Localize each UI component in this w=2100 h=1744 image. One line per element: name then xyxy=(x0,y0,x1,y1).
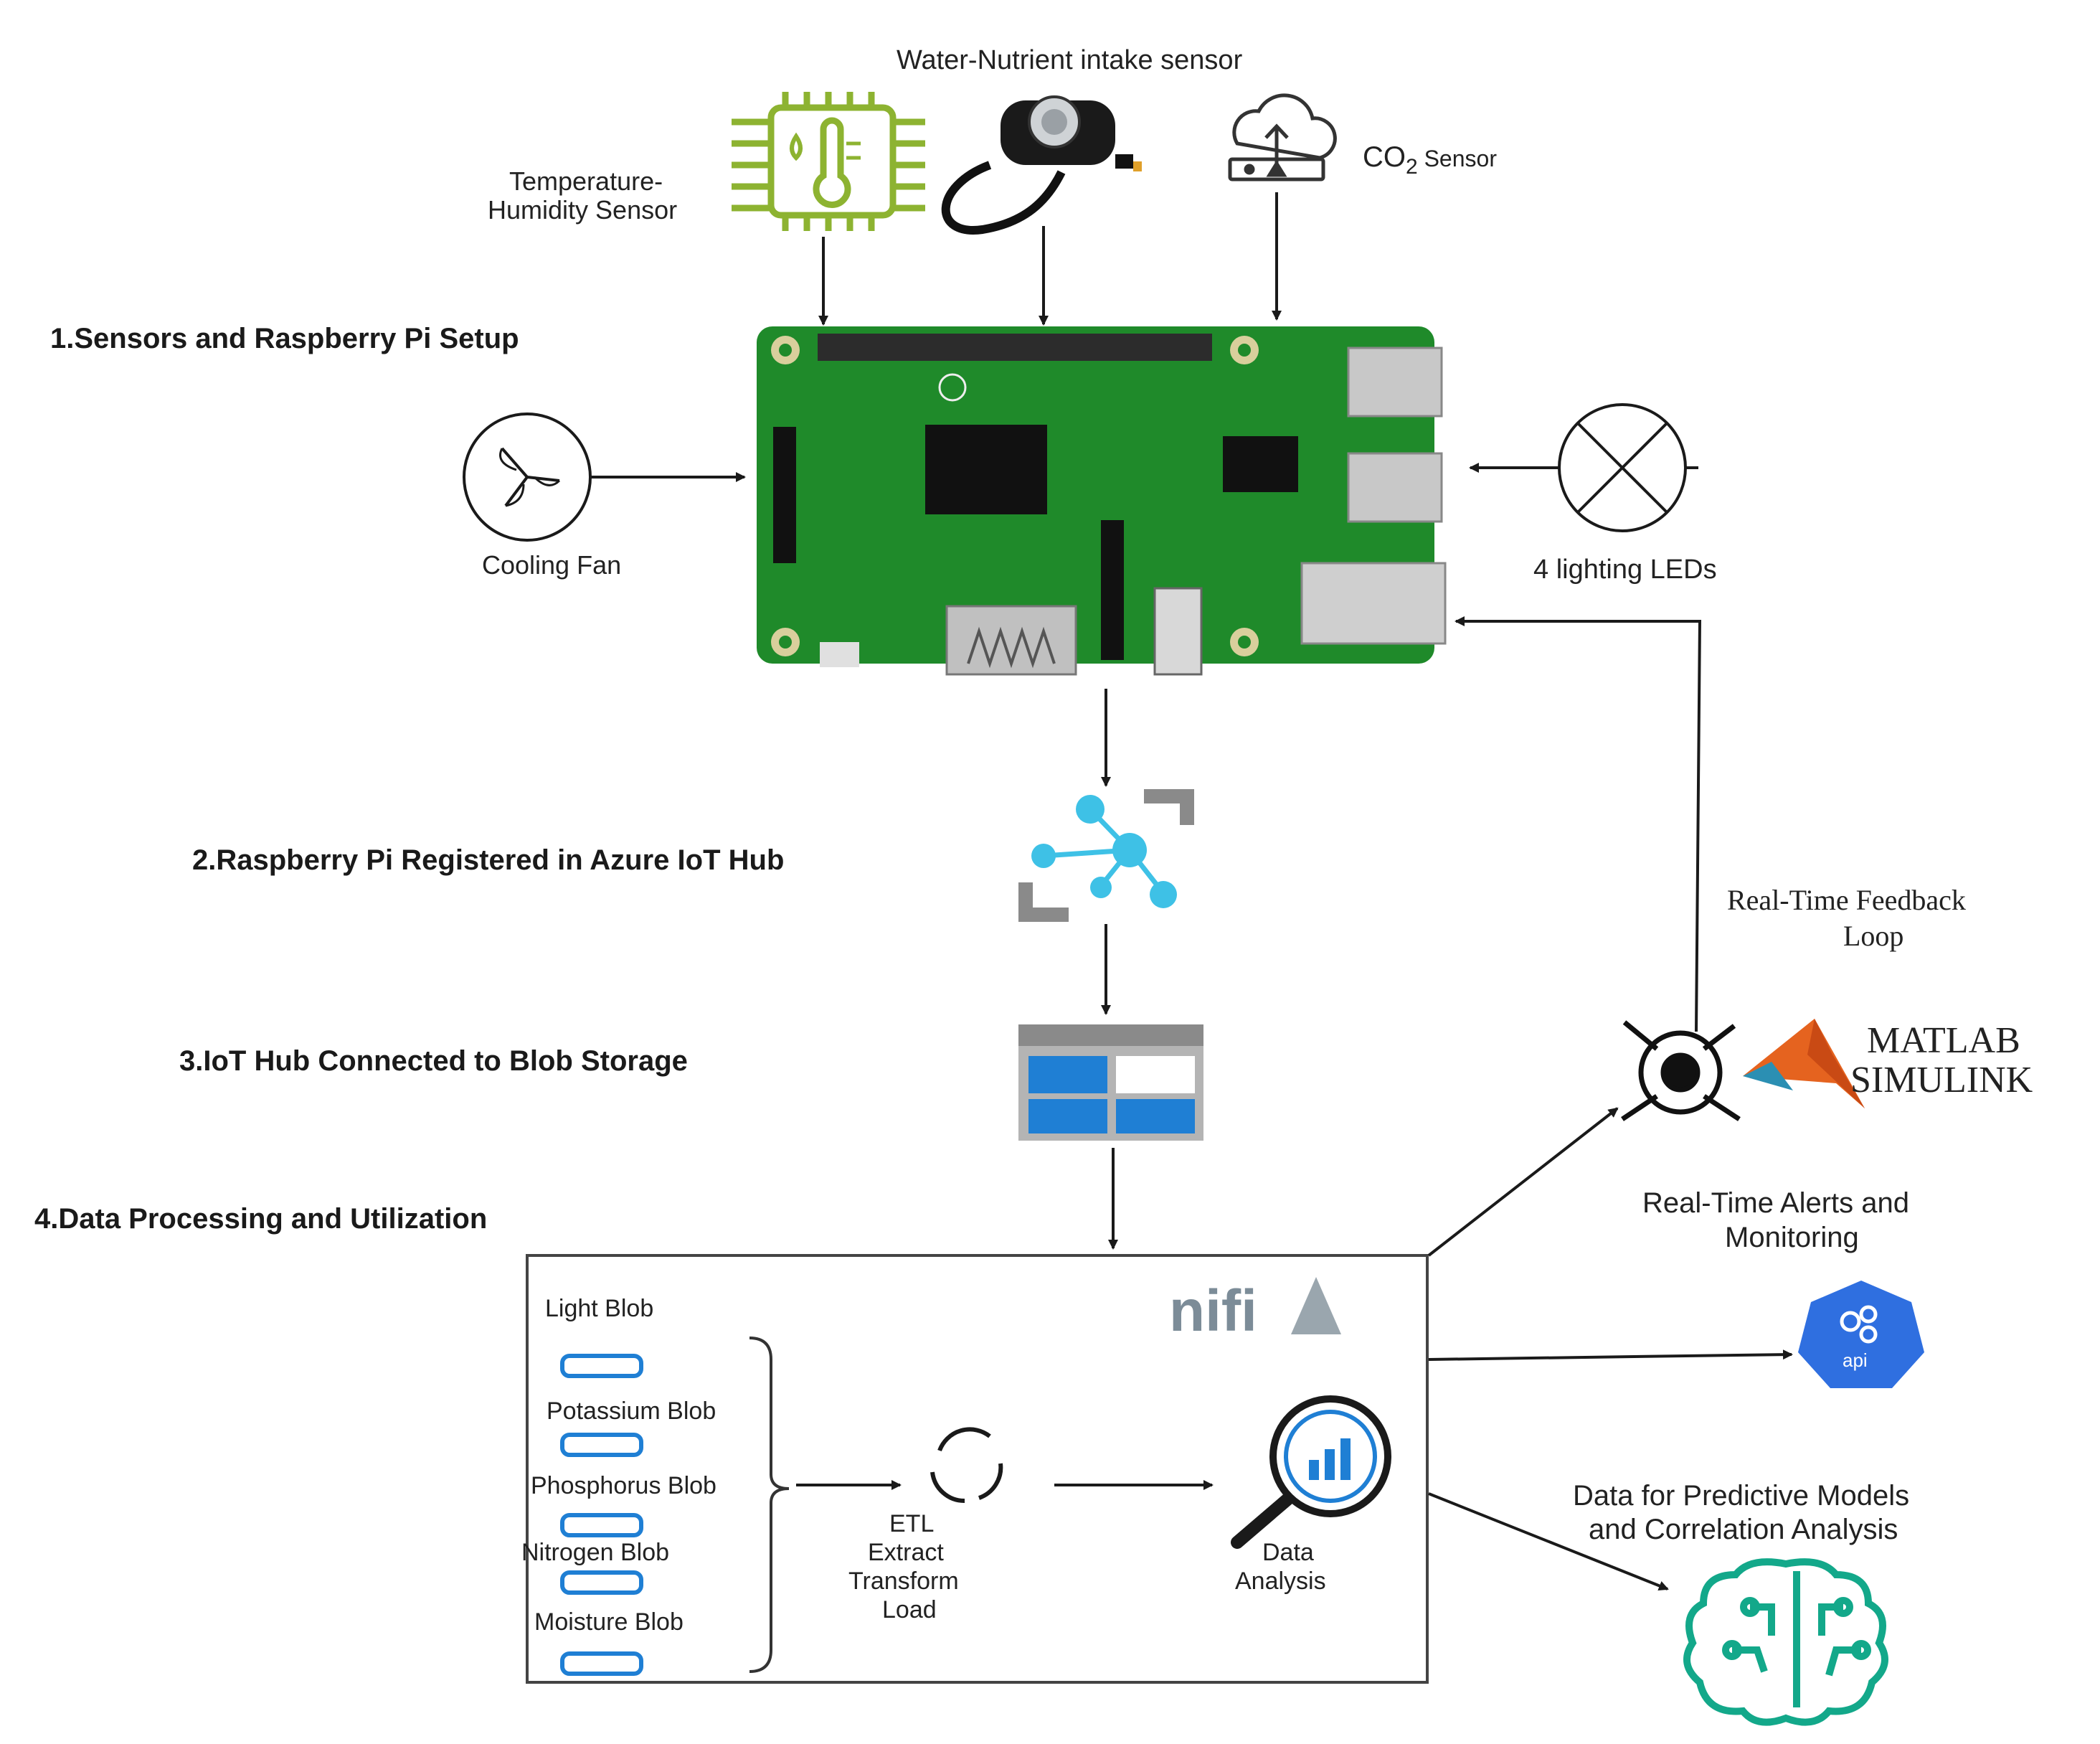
co2-label: CO2 Sensor xyxy=(1363,141,1497,179)
etl-label-4: Load xyxy=(882,1596,937,1623)
simulink-block-icon xyxy=(1621,1020,1741,1121)
data-analysis-magnifier-icon xyxy=(1231,1395,1391,1549)
potassium-blob-label: Potassium Blob xyxy=(547,1397,716,1425)
step-3-title: 3.IoT Hub Connected to Blob Storage xyxy=(179,1045,688,1077)
matlab-logo-icon xyxy=(1743,1019,1865,1108)
phosphorus-blob-icon xyxy=(560,1513,643,1537)
blob-storage-icon xyxy=(1018,1024,1203,1141)
etl-label-1: ETL xyxy=(889,1510,934,1537)
feedback-label-1: Real-Time Feedback xyxy=(1727,884,1966,916)
arrow-processing-to-alerts xyxy=(1428,1349,1793,1361)
temperature-humidity-sensor-icon xyxy=(732,92,925,231)
alerts-label-2: Monitoring xyxy=(1725,1222,1859,1253)
step-1-title: 1.Sensors and Raspberry Pi Setup xyxy=(50,323,519,354)
water-flow-sensor-icon xyxy=(941,95,1142,235)
blob-list: Light Blob Potassium Blob Phosphorus Blo… xyxy=(521,1295,716,1676)
etl-label-3: Transform xyxy=(848,1568,959,1595)
led-lamp-icon xyxy=(1558,403,1698,532)
alerts-label-1: Real-Time Alerts and xyxy=(1642,1187,1909,1219)
analysis-label-1: Data xyxy=(1262,1539,1314,1566)
nitrogen-blob-icon xyxy=(560,1570,643,1595)
feedback-label-2: Loop xyxy=(1843,920,1903,952)
svg-text:nifi: nifi xyxy=(1169,1278,1257,1344)
predictive-label-2: and Correlation Analysis xyxy=(1589,1514,1898,1545)
step-2-title: 2.Raspberry Pi Registered in Azure IoT H… xyxy=(192,844,784,876)
etl-cycle-icon xyxy=(930,1427,1003,1504)
processing-box xyxy=(526,1254,1429,1684)
nifi-logo-icon: nifi xyxy=(1169,1277,1341,1344)
api-icon: api xyxy=(1798,1281,1924,1388)
etl-label-2: Extract xyxy=(868,1539,944,1566)
temp-humidity-label-1: Temperature- xyxy=(509,166,663,196)
svg-text:api: api xyxy=(1843,1349,1868,1371)
moisture-blob-label: Moisture Blob xyxy=(534,1608,684,1636)
feedback-loop-arrow xyxy=(1455,616,1702,1032)
matlab-text: MATLAB xyxy=(1867,1020,2020,1061)
raspberry-pi-board-icon xyxy=(757,326,1447,676)
cooling-fan-label: Cooling Fan xyxy=(482,550,621,580)
step-4-title: 4.Data Processing and Utilization xyxy=(34,1203,487,1235)
blob-brace xyxy=(749,1337,790,1673)
predictive-label-1: Data for Predictive Models xyxy=(1573,1480,1909,1512)
analysis-label-2: Analysis xyxy=(1235,1568,1326,1595)
azure-iot-hub-icon xyxy=(1018,789,1194,922)
light-blob-icon xyxy=(560,1354,643,1378)
arrow-processing-to-predictive xyxy=(1428,1492,1669,1591)
nitrogen-blob-label: Nitrogen Blob xyxy=(521,1539,669,1566)
light-blob-label: Light Blob xyxy=(545,1295,653,1322)
co2-sensor-icon xyxy=(1228,93,1337,182)
cooling-fan-icon xyxy=(463,413,592,542)
moisture-blob-icon xyxy=(560,1651,643,1676)
water-nutrient-label: Water-Nutrient intake sensor xyxy=(897,45,1243,75)
arrow-processing-to-simulink xyxy=(1427,1107,1619,1257)
machine-learning-brain-icon xyxy=(1683,1558,1888,1726)
leds-label: 4 lighting LEDs xyxy=(1533,555,1717,585)
simulink-text: SIMULINK xyxy=(1850,1060,2033,1100)
phosphorus-blob-label: Phosphorus Blob xyxy=(531,1472,716,1499)
potassium-blob-icon xyxy=(560,1433,643,1457)
temp-humidity-label-2: Humidity Sensor xyxy=(488,195,677,225)
